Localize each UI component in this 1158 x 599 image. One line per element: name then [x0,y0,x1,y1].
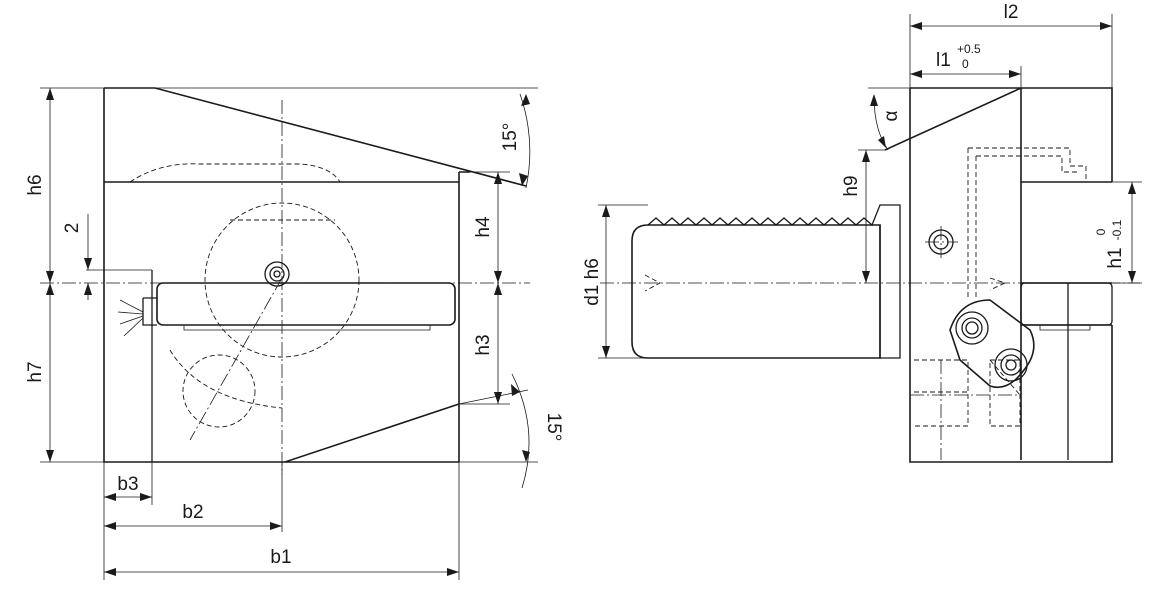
dim-label-l1: l1 [936,50,951,71]
dim-label-h6: h6 [25,174,46,195]
side-bolt-lower [994,348,1028,382]
dim-label-2: 2 [62,223,83,234]
dim-label-l1-tol-upper: +0.5 [957,42,981,56]
dim-label-b3: b3 [117,474,138,495]
dim-label-h4: h4 [473,216,494,238]
hidden-circle-small [182,354,256,428]
angle-label-alpha: α [881,110,902,121]
clamping-bar [156,282,456,326]
dim-label-h3: h3 [473,334,494,355]
shank-serrations [647,204,901,359]
front-view: h6 h7 2 h4 h3 15° [25,87,564,580]
coolant-spray [117,299,144,337]
hidden-circle-large [204,202,360,358]
coolant-channel [967,147,1087,300]
side-bolt-middle [955,311,989,345]
front-body-outline [103,87,527,463]
dim-label-d1: d1 h6 [582,258,603,306]
shank [631,224,881,359]
angle-label-bottom: 15° [543,413,564,442]
dim-label-h1-tol-lower: -0.1 [1110,219,1124,240]
dim-label-h9: h9 [841,175,862,196]
dim-label-l2: l2 [1004,2,1019,23]
dim-label-l1-tol-lower: 0 [962,57,969,71]
dim-label-h1-tol-upper: 0 [1094,228,1108,235]
dim-label-h1: h1 [1105,247,1126,268]
side-body-outline [909,87,1113,463]
dim-label-h7: h7 [25,361,46,382]
side-view: l2 l1 +0.5 0 α h9 d1 h6 h1 0 [582,2,1142,463]
dim-label-b1: b1 [270,547,291,568]
angle-label-top: 15° [500,123,521,152]
dim-label-b2: b2 [182,502,203,523]
